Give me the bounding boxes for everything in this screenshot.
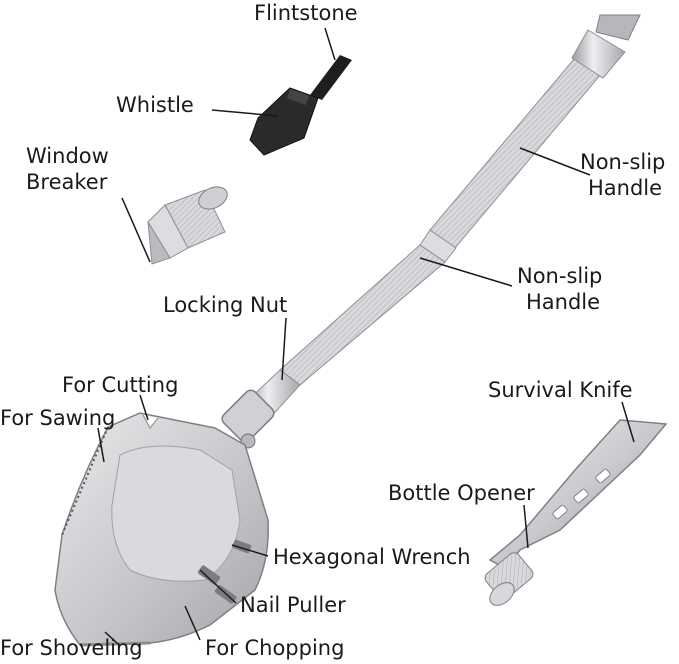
leader-bottle-opener [523, 504, 529, 549]
leader-for-cutting [139, 394, 149, 421]
label-whistle: Whistle [116, 93, 194, 117]
label-flintstone: Flintstone [254, 1, 358, 25]
leader-survival-knife [621, 401, 635, 443]
label-window-breaker-line2: Breaker [26, 170, 108, 194]
leader-for-shoveling [104, 631, 119, 645]
survival-knife-part [484, 419, 668, 606]
leader-non-slip-top [519, 147, 591, 176]
leader-non-slip-mid [419, 257, 513, 287]
label-non-slip-top-line2: Handle [588, 176, 663, 200]
leader-for-sawing [97, 427, 105, 463]
leader-for-chopping [184, 605, 201, 641]
label-for-sawing: For Sawing [0, 406, 116, 430]
leader-flintstone [324, 27, 336, 61]
upper-handle [419, 14, 641, 263]
label-non-slip-top-line1: Non-slip [580, 150, 666, 174]
leader-hexagonal-wrench [231, 544, 269, 557]
label-window-breaker-line1: Window [26, 144, 109, 168]
label-non-slip-mid-line2: Handle [526, 290, 601, 314]
label-non-slip-mid-line1: Non-slip [517, 264, 603, 288]
shovel-blade [54, 412, 269, 647]
leader-window-breaker [121, 197, 151, 263]
leader-lines [97, 27, 635, 645]
label-for-cutting: For Cutting [62, 373, 179, 397]
leader-locking-nut [281, 317, 287, 381]
leader-whistle [211, 109, 279, 117]
leader-nail-puller [199, 569, 237, 604]
window-breaker-part [147, 186, 228, 265]
label-hexagonal-wrench: Hexagonal Wrench [273, 545, 471, 569]
middle-handle [245, 244, 446, 421]
label-bottle-opener: Bottle Opener [388, 481, 535, 505]
label-for-shoveling: For Shoveling [0, 636, 143, 660]
whistle-part [249, 87, 319, 156]
label-for-chopping: For Chopping [205, 636, 345, 660]
label-survival-knife: Survival Knife [488, 378, 633, 402]
flintstone-part [310, 55, 352, 100]
label-nail-puller: Nail Puller [240, 593, 346, 617]
label-locking-nut: Locking Nut [163, 293, 288, 317]
